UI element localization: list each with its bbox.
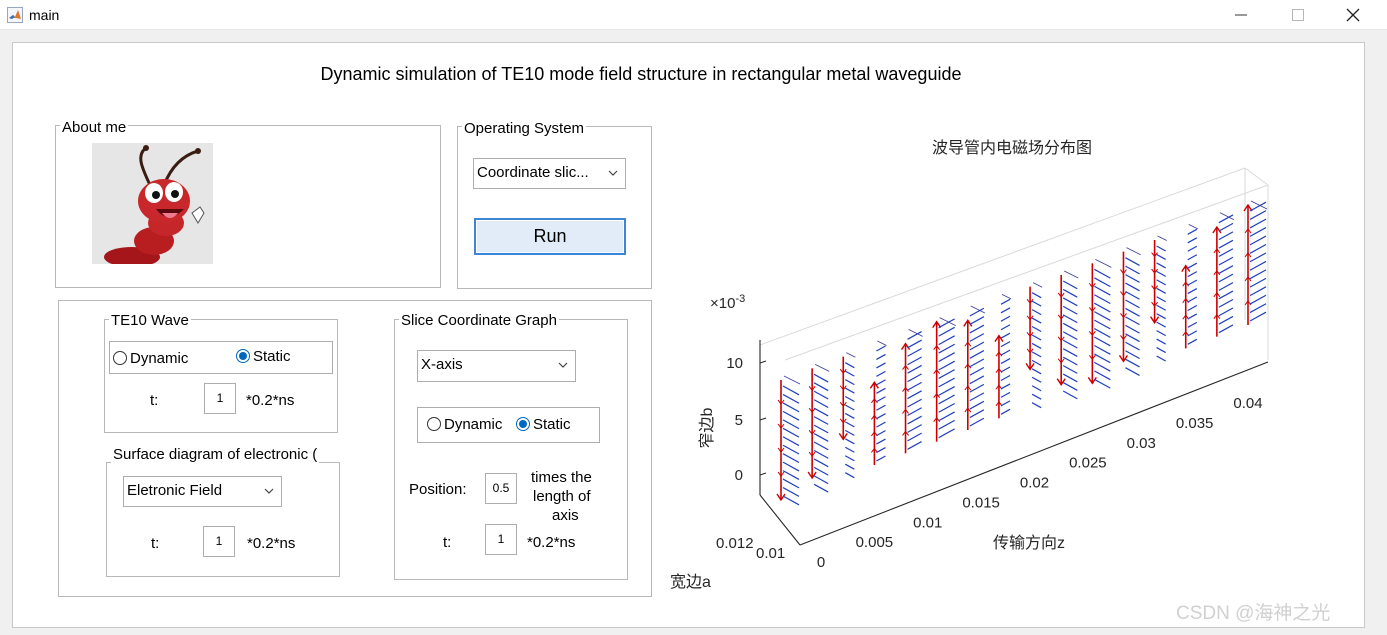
times-label-line3: axis xyxy=(552,507,579,524)
te10-dynamic-radio[interactable]: Dynamic xyxy=(113,350,188,367)
watermark: CSDN @海神之光 xyxy=(1176,603,1331,624)
times-label-line2: length of xyxy=(533,488,591,505)
position-label: Position: xyxy=(409,481,467,498)
slice-mode-group: Dynamic Static xyxy=(417,407,600,443)
operating-mode-value: Coordinate slic... xyxy=(477,164,589,181)
close-icon xyxy=(1346,8,1360,22)
slice-static-radio[interactable]: Static xyxy=(516,416,571,433)
window-title: main xyxy=(29,7,60,23)
radio-dot-icon xyxy=(113,351,127,365)
chevron-down-icon xyxy=(264,488,274,494)
te10-mode-group: Dynamic Static xyxy=(109,341,333,374)
run-button[interactable]: Run xyxy=(474,218,626,255)
field-type-value: Eletronic Field xyxy=(127,482,223,499)
surface-diagram-title: Surface diagram of electronic ( xyxy=(111,446,320,463)
page-title: Dynamic simulation of TE10 mode field st… xyxy=(320,64,962,84)
radio-selected-icon xyxy=(516,417,530,431)
slice-t-input[interactable]: 1 xyxy=(485,524,517,555)
chevron-down-icon xyxy=(558,362,568,368)
surface-t-label: t: xyxy=(151,535,160,552)
matlab-icon xyxy=(7,7,23,23)
slice-dynamic-radio[interactable]: Dynamic xyxy=(427,416,502,433)
times-label-line1: times the xyxy=(531,469,592,486)
ant-mascot-image xyxy=(92,143,213,264)
position-input[interactable]: 0.5 xyxy=(485,473,517,504)
chevron-down-icon xyxy=(608,170,618,176)
te10-wave-panel xyxy=(104,319,338,433)
operating-system-panel xyxy=(457,126,652,289)
slice-unit-label: *0.2*ns xyxy=(527,534,576,551)
te10-static-radio[interactable]: Static xyxy=(236,348,291,365)
minimize-button[interactable] xyxy=(1218,0,1264,30)
te10-t-input[interactable]: 1 xyxy=(204,383,236,414)
radio-dot-icon xyxy=(427,417,441,431)
field-type-select[interactable]: Eletronic Field xyxy=(123,476,282,507)
minimize-icon xyxy=(1235,14,1247,16)
te10-wave-title: TE10 Wave xyxy=(109,312,191,329)
slice-axis-select[interactable]: X-axis xyxy=(417,350,576,382)
te10-t-label: t: xyxy=(150,392,159,409)
about-panel-title: About me xyxy=(60,119,129,136)
radio-selected-icon xyxy=(236,349,250,363)
operating-mode-select[interactable]: Coordinate slic... xyxy=(473,158,626,189)
close-button[interactable] xyxy=(1330,0,1376,30)
slice-t-label: t: xyxy=(443,534,452,551)
slice-graph-title: Slice Coordinate Graph xyxy=(399,312,559,329)
window-titlebar: main xyxy=(0,0,1387,30)
slice-axis-value: X-axis xyxy=(421,356,463,373)
surface-t-input[interactable]: 1 xyxy=(203,526,235,557)
operating-system-title: Operating System xyxy=(462,120,587,137)
surface-unit-label: *0.2*ns xyxy=(247,535,296,552)
te10-unit-label: *0.2*ns xyxy=(246,392,295,409)
maximize-button[interactable] xyxy=(1275,0,1321,30)
maximize-icon xyxy=(1292,9,1304,21)
